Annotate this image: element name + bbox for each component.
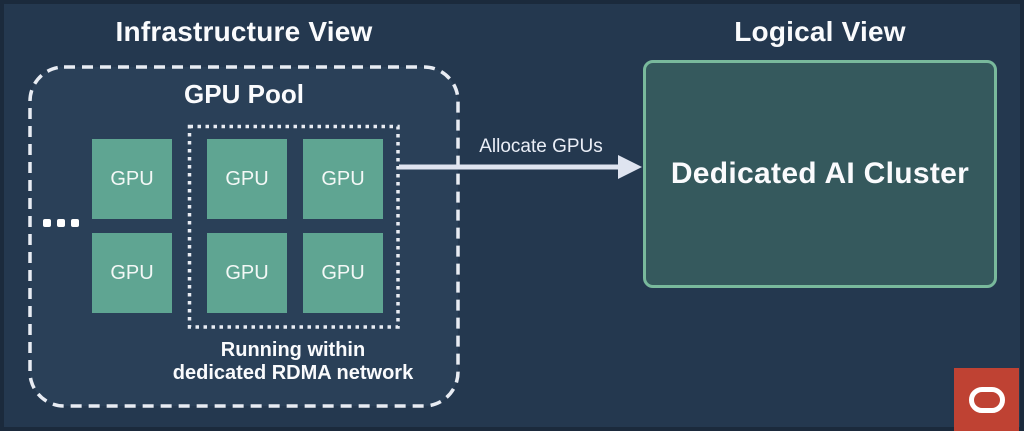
dedicated-ai-cluster-label: Dedicated AI Cluster	[670, 157, 970, 190]
oracle-o-mark-icon	[969, 387, 1005, 413]
rdma-note-line1: Running within	[220, 339, 366, 361]
gpu-pool-title: GPU Pool	[184, 79, 304, 109]
gpu-node-label: GPU	[225, 261, 269, 284]
gpu-node: GPU	[303, 233, 383, 313]
gpu-node-label: GPU	[321, 167, 365, 190]
gpu-node-label: GPU	[321, 261, 365, 284]
gpu-node: GPU	[92, 233, 172, 313]
infrastructure-view-title: Infrastructure View	[115, 16, 373, 47]
gpu-node-label: GPU	[110, 261, 154, 284]
gpu-node: GPU	[207, 233, 287, 313]
allocate-arrow-head	[618, 155, 642, 179]
gpu-node: GPU	[92, 139, 172, 219]
gpu-node-label: GPU	[110, 167, 154, 190]
gpu-node-label: GPU	[225, 167, 269, 190]
gpu-node: GPU	[207, 139, 287, 219]
logical-view-title: Logical View	[734, 16, 906, 47]
ellipsis-dot	[43, 219, 51, 227]
allocate-gpus-label: Allocate GPUs	[479, 136, 603, 157]
ellipsis-dot	[57, 219, 65, 227]
dedicated-ai-cluster-box: Dedicated AI Cluster	[643, 60, 997, 288]
more-gpus-ellipsis	[43, 219, 79, 227]
ellipsis-dot	[71, 219, 79, 227]
rdma-network-note: Running within dedicated RDMA network	[93, 339, 493, 385]
rdma-dotted-boundary	[187, 124, 400, 329]
gpu-node: GPU	[303, 139, 383, 219]
oracle-logo-icon	[954, 368, 1019, 431]
rdma-note-line2: dedicated RDMA network	[172, 362, 414, 384]
